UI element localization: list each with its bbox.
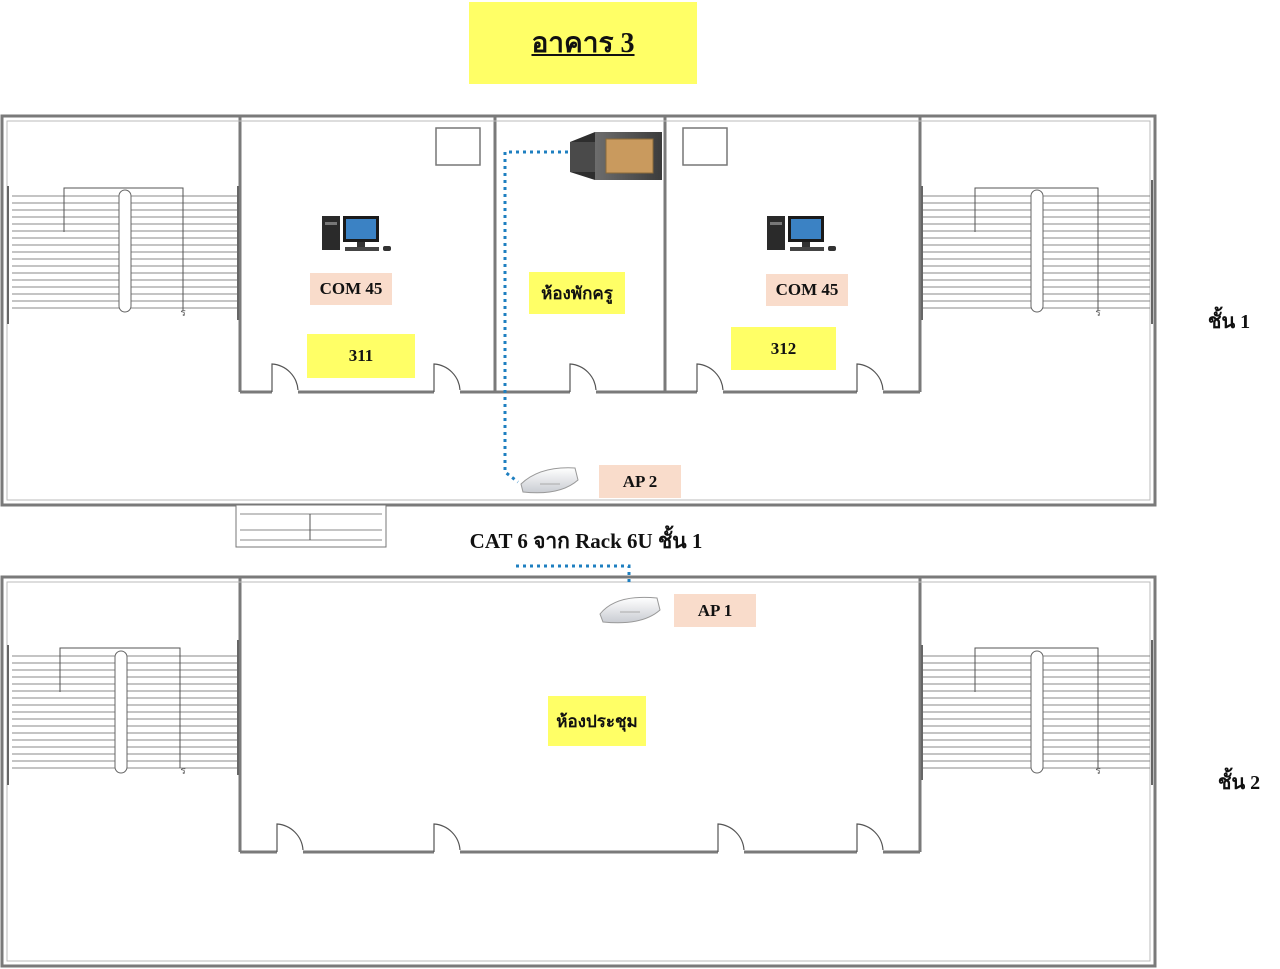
stair-icon: ร <box>921 180 1153 324</box>
ap1-label: AP 1 <box>674 594 756 627</box>
floor-1-label: ชั้น 1 <box>1207 311 1251 333</box>
stair-icon: ร <box>7 186 239 324</box>
room-label-com-left: COM 45 <box>310 273 392 305</box>
room-label-meeting: ห้องประชุม <box>548 696 646 746</box>
computer-icon <box>322 216 391 251</box>
floor-2-outer-wall <box>0 575 1157 968</box>
floor-2-label: ชั้น 2 <box>1217 772 1261 794</box>
svg-text:ร: ร <box>1095 766 1101 777</box>
room-label-311: 311 <box>307 334 415 378</box>
svg-text:ร: ร <box>180 766 186 777</box>
cable-note: CAT 6 จาก Rack 6U ชั้น 1 <box>469 528 703 553</box>
svg-text:ร: ร <box>180 308 186 319</box>
room-label-com-right: COM 45 <box>766 274 848 306</box>
door-icon <box>276 823 884 852</box>
access-point-icon <box>599 596 661 624</box>
floor-1-plan <box>0 114 1157 507</box>
computer-icon <box>767 216 836 251</box>
stair-icon <box>235 504 387 548</box>
ap2-label: AP 2 <box>599 465 681 498</box>
building-title: อาคาร 3 <box>469 2 697 84</box>
room-label-teacher: ห้องพักครู <box>529 272 625 314</box>
svg-text:ร: ร <box>1095 308 1101 319</box>
door-icon <box>271 363 884 392</box>
stair-icon: ร <box>7 640 239 785</box>
floor-2-plan <box>0 575 1157 968</box>
floor-1-outer-wall <box>0 114 1157 507</box>
column-box <box>435 127 481 166</box>
room-label-312: 312 <box>731 327 836 370</box>
server-rack-icon <box>570 132 662 180</box>
cable-line <box>516 564 631 582</box>
cable-line <box>503 150 568 484</box>
stair-icon: ร <box>921 640 1153 785</box>
column-box <box>682 127 728 166</box>
access-point-icon <box>520 467 579 494</box>
